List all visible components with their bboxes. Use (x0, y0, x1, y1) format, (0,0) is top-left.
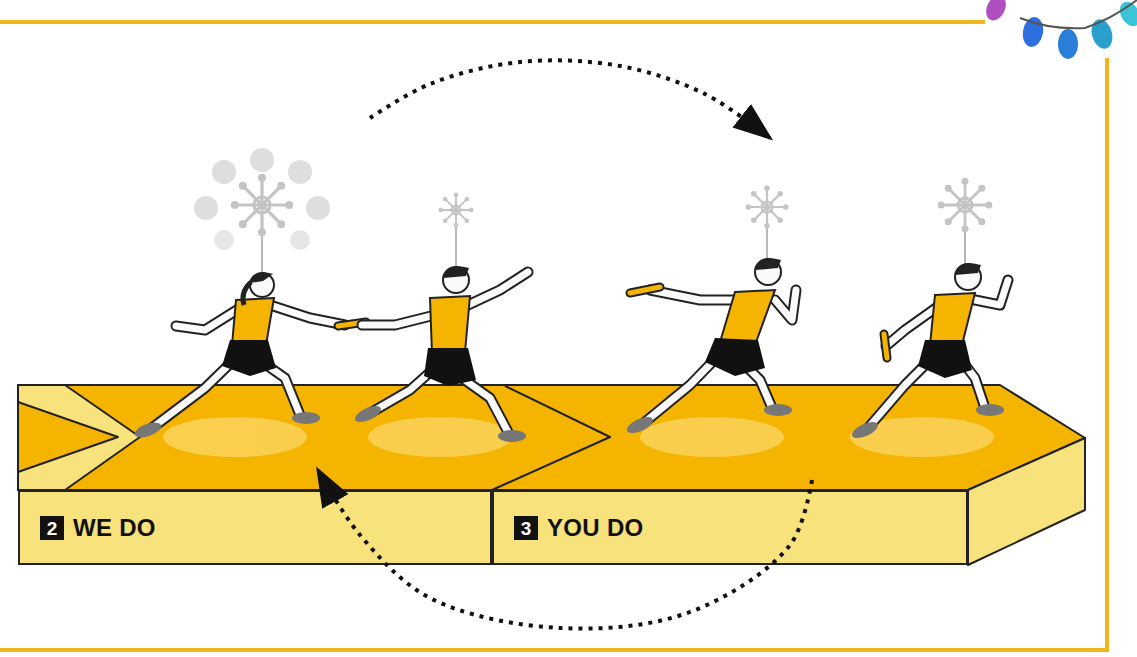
runner-figure (868, 280, 1008, 428)
runner-figure (755, 258, 781, 270)
step-number: 2 (40, 516, 64, 540)
idea-symbol (194, 196, 218, 220)
runner-figure (362, 272, 528, 432)
runner-figure (443, 266, 469, 278)
runner-spot (163, 417, 994, 457)
runner-spot (640, 417, 784, 457)
idea-symbol (438, 192, 473, 227)
light-bulbs (982, 0, 1137, 59)
runner-figure (955, 264, 981, 290)
runner-figure (850, 263, 1008, 441)
runner-figure (232, 298, 274, 345)
runner-spot (850, 417, 994, 457)
idea-symbol (250, 148, 274, 172)
runner-figure (868, 280, 1008, 428)
cycle-arrow (370, 60, 770, 138)
runner-figure (645, 290, 796, 422)
runner-figure (645, 290, 796, 422)
track-platform (18, 385, 140, 490)
runner-figure (362, 272, 528, 432)
runner-figure (625, 414, 655, 437)
step-title: YOU DO (547, 514, 643, 542)
runner-figure (250, 272, 273, 283)
runner-figure (930, 293, 975, 345)
idea-symbol (194, 148, 992, 272)
baton (884, 334, 887, 358)
baton (630, 287, 660, 293)
idea-symbol (288, 160, 312, 184)
runner-figure (705, 338, 765, 376)
runner-figure (353, 266, 528, 442)
idea-symbol (306, 196, 330, 220)
step-number: 3 (514, 516, 538, 540)
baton (630, 287, 660, 293)
runner-figure (443, 267, 469, 293)
runner-figure (222, 340, 276, 376)
runner-figure (868, 280, 1008, 428)
cycle-arrow (318, 470, 812, 629)
track-platform (18, 402, 118, 472)
runner-figure (868, 280, 1008, 428)
runner-figure (645, 290, 796, 422)
idea-symbol (214, 230, 234, 250)
light-bulbs (1058, 29, 1078, 59)
runner-figure (133, 420, 163, 441)
baton (884, 334, 887, 358)
frame-line (0, 58, 1107, 650)
track-platform (492, 386, 610, 490)
runner-figure (133, 272, 345, 440)
runner-spot (163, 417, 307, 457)
idea-symbol (231, 174, 293, 236)
track-platform (968, 438, 1085, 565)
baton (630, 287, 660, 293)
runner-figure (976, 404, 1004, 416)
runner-figure (498, 430, 526, 442)
idea-symbol (746, 186, 789, 229)
runner-figure (645, 290, 796, 422)
baton (884, 334, 887, 358)
idea-symbol (212, 160, 236, 184)
step-title: WE DO (73, 514, 156, 542)
idea-symbol (290, 230, 310, 250)
runner-figure (362, 272, 528, 432)
runner-figure (362, 272, 528, 432)
stage-band: 2 WE DO (18, 490, 492, 565)
runner-figure (353, 403, 383, 426)
runner-figure (720, 290, 775, 345)
light-bulbs (1116, 0, 1137, 30)
runner-figure (243, 282, 251, 305)
idea-symbol (262, 218, 965, 272)
runner-figure (755, 259, 781, 285)
runner-figure (430, 296, 470, 354)
runner-figure (764, 404, 792, 416)
track-platform (18, 385, 1085, 490)
stage-band: 3 YOU DO (492, 490, 968, 565)
runner-figure (292, 412, 320, 424)
light-bulbs (1020, 0, 1137, 28)
runner-figure (918, 340, 972, 378)
frame-line (0, 22, 1107, 650)
frame-line (0, 20, 985, 24)
idea-symbol (938, 178, 993, 233)
runner-figure (424, 348, 476, 386)
runner-spot (368, 417, 512, 457)
runner-figure (250, 273, 274, 297)
runner-figure (625, 258, 796, 436)
light-bulbs (982, 0, 1009, 24)
runner-figure (955, 263, 981, 275)
runner-figure (850, 419, 880, 442)
